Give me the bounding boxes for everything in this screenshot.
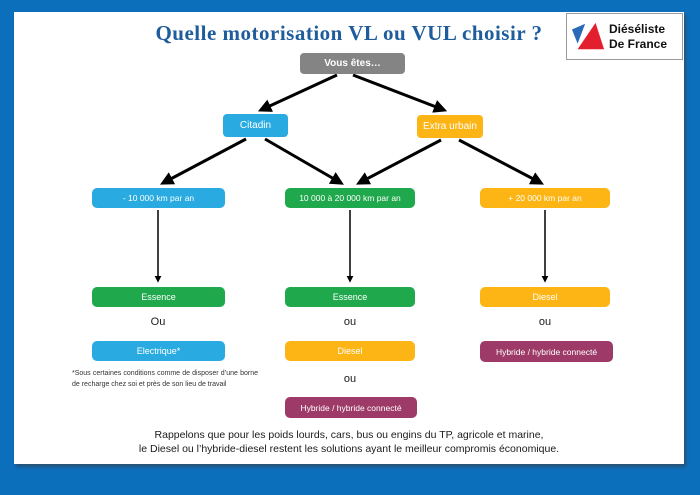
- logo-line1: Diéséliste: [609, 21, 666, 36]
- separator-col3-ou: ou: [538, 316, 552, 328]
- node-km-10000-20000: 10 000 à 20 000 km par an: [285, 188, 415, 208]
- node-col2-essence: Essence: [285, 287, 415, 307]
- logo: Diéséliste De France: [566, 13, 683, 60]
- flow-arrows: [154, 73, 549, 283]
- node-km-moins-10000: - 10 000 km par an: [92, 188, 225, 208]
- node-vous-etes: Vous êtes…: [300, 53, 405, 74]
- page: Quelle motorisation VL ou VUL choisir ? …: [14, 12, 684, 464]
- footnote: *Sous certaines conditions comme de disp…: [72, 370, 258, 388]
- node-citadin: Citadin: [223, 114, 288, 137]
- node-col3-diesel: Diesel: [480, 287, 610, 307]
- node-col3-hybride: Hybride / hybride connecté: [480, 341, 613, 362]
- separator-col2-ou-2: ou: [343, 373, 357, 385]
- node-km-plus-20000: + 20 000 km par an: [480, 188, 610, 208]
- separator-col2-ou-1: ou: [343, 316, 357, 328]
- node-extra-urbain: Extra urbain: [417, 115, 483, 138]
- logo-text: Diéséliste De France: [609, 22, 667, 52]
- node-col2-hybride: Hybride / hybride connecté: [285, 397, 417, 418]
- logo-triangles-icon: [571, 22, 605, 49]
- node-col1-essence: Essence: [92, 287, 225, 307]
- logo-line2: De France: [609, 36, 668, 51]
- page-title: Quelle motorisation VL ou VUL choisir ?: [155, 21, 543, 45]
- footer-line2: le Diesel ou l’hybride-diesel restent le…: [138, 442, 560, 455]
- separator-col1-ou: Ou: [150, 316, 166, 328]
- footer-line1: Rappelons que pour les poids lourds, car…: [154, 429, 544, 441]
- footer-note: Rappelons que pour les poids lourds, car…: [14, 429, 684, 456]
- node-col2-diesel: Diesel: [285, 341, 415, 361]
- node-col1-electrique: Electrique*: [92, 341, 225, 361]
